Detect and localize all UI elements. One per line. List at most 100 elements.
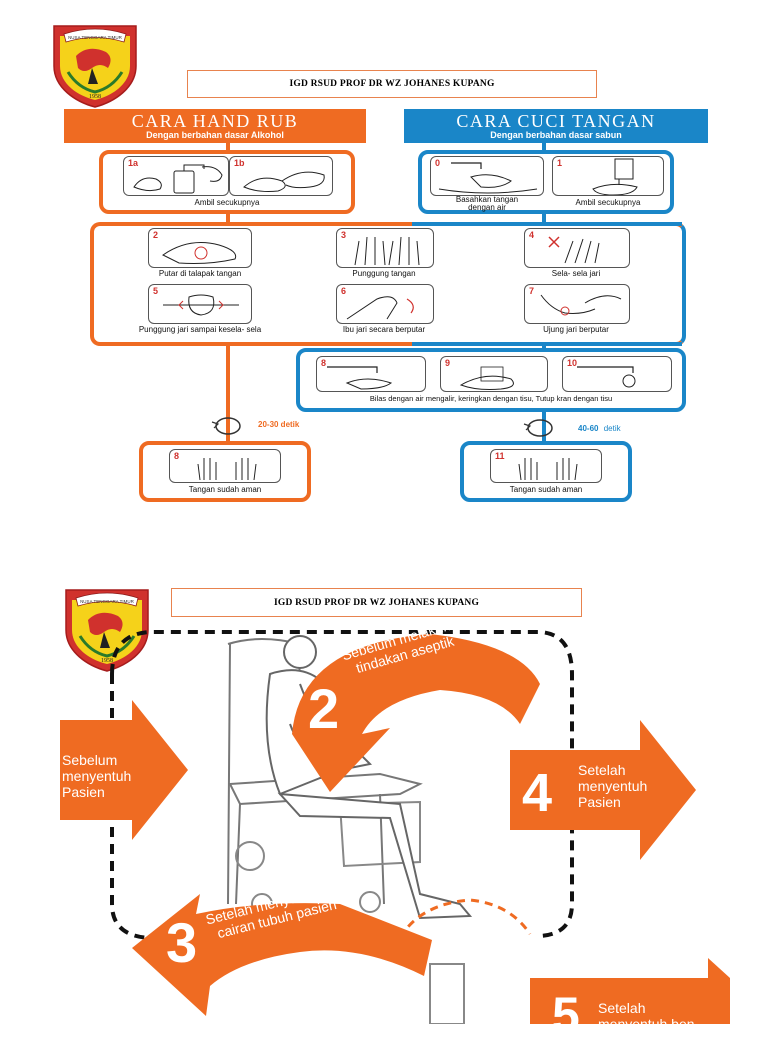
moment1-line1: Sebelum (62, 752, 118, 768)
step-9-card: 9 (440, 356, 548, 392)
step-4-caption: Sela- sela jari (551, 269, 601, 278)
page2-header: IGD RSUD PROF DR WZ JOHANES KUPANG (171, 588, 582, 617)
shared-steps-blue-top (412, 222, 682, 226)
handrub-timer-icon (211, 417, 241, 435)
step-1b-card: 1b (229, 156, 333, 196)
moment1-line2: menyentuh (62, 768, 132, 784)
svg-text:1958: 1958 (101, 658, 113, 664)
dry-with-tissue-icon (459, 366, 514, 390)
step-7-number: 7 (529, 286, 535, 296)
handrub-subtitle: Dengan berbahan dasar Alkohol (146, 130, 284, 140)
handwash-title: CARA CUCI TANGAN (456, 111, 656, 131)
handwash-timer-unit: detik (603, 424, 621, 433)
handwash-step01-frame: 0 1 Basahkan tangan dengan air Ambil sec… (418, 150, 674, 214)
step-5-caption: Punggung jari sampai kesela- sela (138, 325, 262, 334)
step-3-caption: Punggung tangan (352, 269, 416, 278)
step-8-rinse-number: 8 (321, 358, 327, 368)
moment5-line1: Setelah (598, 1000, 646, 1016)
handrub-title-block: CARA HAND RUB Dengan berbahan dasar Alko… (64, 109, 366, 143)
svg-text:NUSA TENGGARA TIMUR: NUSA TENGGARA TIMUR (80, 599, 135, 604)
rinse-frame: 8 9 10 Bilas dengan air mengalir, kering… (296, 348, 686, 412)
handwash-timer-icon (523, 419, 553, 437)
step-6-number: 6 (341, 286, 347, 296)
moment4-number: 4 (522, 763, 553, 823)
handwash-final-card: 11 (490, 449, 602, 483)
provincial-emblem: NUSA TENGGARA TIMUR 1958 (48, 22, 142, 108)
handrub-final-caption: Tangan sudah aman (188, 485, 262, 494)
step-2-card: 2 (148, 228, 252, 268)
svg-text:1958: 1958 (89, 94, 101, 100)
interlaced-fingers-icon (548, 236, 600, 264)
shared-steps-frame: 2 Putar di talapak tangan 3 Punggung tan… (90, 222, 686, 346)
step-7-caption: Ujung jari berputar (543, 325, 609, 334)
moment4-line1: Setelah (578, 762, 626, 778)
blue-connector-low (542, 343, 546, 351)
shared-steps-blue-bottom (412, 342, 682, 346)
fingertips-rotate-icon (540, 294, 622, 316)
step0-caption-line2: dengan air (468, 203, 506, 212)
orange-connector-long (226, 343, 230, 441)
step-6-card: 6 (336, 284, 434, 324)
handwash-final-number: 11 (495, 451, 505, 461)
five-moments-illustration (60, 630, 730, 1024)
step-0-number: 0 (435, 158, 441, 168)
moment5-number: 5 (552, 987, 580, 1043)
orange-connector-mid (226, 213, 230, 225)
step-1-number: 1 (557, 158, 563, 168)
thumb-rotate-icon (346, 296, 414, 320)
handwash-timer-value: 40-60 (578, 424, 599, 433)
step-1a-number: 1a (128, 158, 139, 168)
step-4-number: 4 (529, 230, 535, 240)
close-tap-icon (577, 366, 636, 388)
step-2-caption: Putar di talapak tangan (158, 269, 242, 278)
handwash-timer-label: 40-60 detik (578, 424, 621, 433)
moment1-text: Sebelum menyentuh Pasien (62, 752, 131, 800)
svg-text:NUSA TENGGARA TIMUR: NUSA TENGGARA TIMUR (68, 35, 123, 40)
provincial-emblem-2: NUSA TENGGARA TIMUR 1958 (60, 586, 154, 672)
handwash-title-block: CARA CUCI TANGAN Dengan berbahan dasar s… (404, 109, 708, 143)
handwash-subtitle: Dengan berbahan dasar sabun (490, 130, 622, 140)
handrub-step1-frame: 1a 1b Ambil secukupnya (99, 150, 355, 214)
rinse-faucet-icon (327, 366, 393, 390)
handwash-step1-caption: Ambil secukupnya (575, 198, 641, 207)
step-7-card: 7 (524, 284, 630, 324)
moment4-line2: menyentuh (578, 778, 648, 794)
moment1-line3: Pasien (62, 784, 105, 800)
handrub-step1-caption: Ambil secukupnya (194, 198, 260, 207)
bottle-pour-icon (133, 164, 223, 194)
finger-backs-icon (163, 294, 239, 316)
rinse-caption: Bilas dengan air mengalir, keringkan den… (369, 394, 613, 403)
step-9-number: 9 (445, 358, 451, 368)
orange-connector-top (226, 143, 230, 151)
step-5-card: 5 (148, 284, 252, 324)
clean-hands-icon (518, 458, 578, 481)
handrub-final-number: 8 (174, 451, 180, 461)
back-of-hand-icon (354, 236, 420, 266)
handrub-final-card: 8 (169, 449, 281, 483)
handwash-step0-caption: Basahkan tangan dengan air (430, 196, 544, 212)
step-0-card: 0 (430, 156, 544, 196)
step-3-card: 3 (336, 228, 434, 268)
blue-connector-top (542, 143, 546, 151)
moment5-line2: menyentuh ben (598, 1016, 695, 1032)
moment3-number: 3 (166, 911, 198, 974)
handwash-final-caption: Tangan sudah aman (509, 485, 583, 494)
blue-connector-mid (542, 213, 546, 225)
step0-caption-line1: Basahkan tangan (455, 195, 519, 204)
palm-rub-icon (162, 242, 237, 264)
step-10-card: 10 (562, 356, 672, 392)
step-1b-number: 1b (234, 158, 245, 168)
moment4-line3: Pasien (578, 794, 621, 810)
step-3-number: 3 (341, 230, 347, 240)
step-1-card: 1 (552, 156, 664, 196)
step-2-number: 2 (153, 230, 159, 240)
page1-header: IGD RSUD PROF DR WZ JOHANES KUPANG (187, 70, 597, 98)
step-8-rinse-card: 8 (316, 356, 426, 392)
soap-dispenser-icon (592, 158, 638, 195)
faucet-wet-hands-icon (438, 162, 538, 194)
moment2-number: 2 (308, 677, 340, 740)
step-4-card: 4 (524, 228, 630, 268)
step-10-number: 10 (567, 358, 578, 368)
step-5-number: 5 (153, 286, 159, 296)
blue-connector-bottom (542, 411, 546, 441)
